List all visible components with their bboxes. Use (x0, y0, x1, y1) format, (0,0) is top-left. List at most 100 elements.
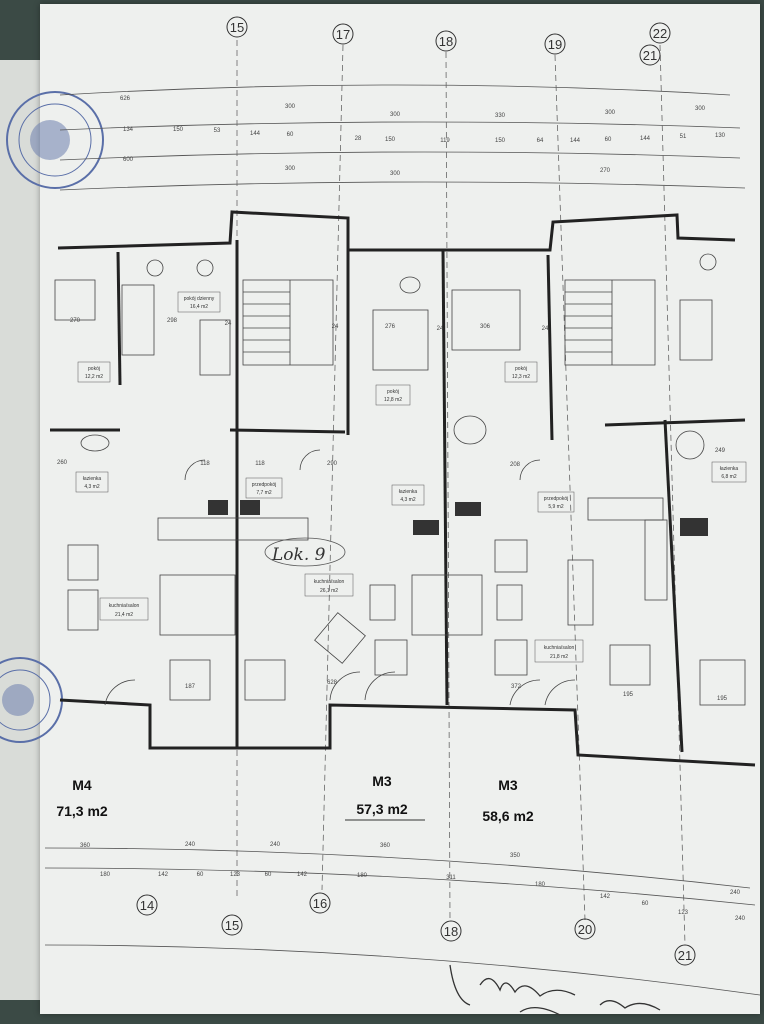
room-name-9: kuchnia/salon (314, 579, 345, 585)
room-name-1: pokój (88, 366, 100, 372)
dim-bot-r2-1: 142 (158, 872, 169, 878)
dim-top-r2-2: 53 (214, 128, 221, 134)
dim-top-r1-1: 300 (285, 104, 296, 110)
dim-top-r2-13: 51 (680, 134, 687, 140)
room-name-0: pokój dzienny (184, 296, 215, 302)
room-name-2: łazienka (83, 476, 102, 482)
dim-int-2: 276 (385, 324, 396, 330)
dim-int-14: 187 (185, 684, 196, 690)
room-area-6: 12,3 m2 (512, 374, 530, 380)
door-swings (104, 449, 576, 706)
staircase-left (242, 279, 334, 366)
dim-int-12: 208 (510, 462, 521, 468)
dim-int-7: 24 (542, 326, 549, 332)
unit-area-m4: 71,3 m2 (56, 803, 108, 819)
dim-top-r2-7: 119 (440, 138, 450, 144)
dim-int-8: 260 (57, 460, 68, 466)
handwritten-signature (449, 964, 661, 1016)
dim-top-r1-4: 300 (605, 110, 616, 116)
dim-int-5: 24 (332, 324, 339, 330)
dim-top-r1-2: 300 (390, 112, 401, 118)
unit-code-m4: M4 (72, 777, 92, 793)
room-area-5: 4,3 m2 (400, 497, 416, 503)
dim-bot-r2-3: 123 (230, 872, 241, 878)
dim-int-3: 306 (480, 324, 491, 330)
dim-top-r2-5: 28 (355, 136, 362, 142)
room-name-3: przedpokój (252, 482, 276, 488)
dim-top-r2-12: 144 (640, 136, 651, 142)
dim-int-1: 298 (167, 318, 178, 324)
kitchen-cooktops (208, 500, 708, 536)
dim-bot-r1-0: 360 (80, 843, 91, 849)
dim-top-r2-0: 134 (123, 127, 134, 133)
dim-bot-r2-2: 60 (197, 872, 204, 878)
dim-bot-r1-3: 360 (380, 843, 391, 849)
dim-top-r1-3: 330 (495, 113, 506, 119)
dim-top-r3-0: 600 (123, 157, 134, 163)
room-area-10: 21,8 m2 (550, 654, 568, 660)
dim-bot-r2-5: 142 (297, 872, 308, 878)
dim-top-r3-2: 300 (390, 171, 401, 177)
bottom-dimension-numbers: 360 240 240 360 350 240 180 142 60 123 6… (80, 842, 746, 922)
bottom-dimension-lines (44, 847, 761, 996)
dim-top-r2-10: 144 (570, 138, 581, 144)
dim-top-r2-11: 60 (605, 137, 612, 143)
dim-top-r2-3: 144 (250, 131, 261, 137)
axis-label-bottom-15: 15 (225, 918, 239, 933)
dim-int-11: 290 (327, 461, 338, 467)
dim-top-r2-14: 130 (715, 133, 726, 139)
dim-top-r2-6: 150 (385, 137, 396, 143)
top-dimension-lines (59, 84, 746, 191)
dim-bot-r2-7: 311 (446, 875, 456, 881)
unit-code-m3-left: M3 (372, 773, 392, 789)
dim-top-r2-4: 60 (287, 132, 294, 138)
dim-bot-r1-4: 350 (510, 853, 521, 859)
room-labels: pokój dzienny 16,4 m2 pokój 12,2 m2 łazi… (75, 291, 747, 663)
room-name-5: łazienka (399, 489, 418, 495)
dim-top-r2-8: 150 (495, 138, 506, 144)
room-area-9: 26,1 m2 (320, 588, 338, 594)
unit-area-m3-left: 57,3 m2 (356, 801, 408, 817)
official-stamp-side (0, 657, 63, 743)
dim-bot-r2-12: 240 (735, 916, 746, 922)
dim-bot-r2-11: 123 (678, 910, 689, 916)
axis-circles (136, 16, 696, 966)
dim-bot-r2-6: 180 (357, 873, 368, 879)
top-dimension-numbers: 626 300 300 330 300 300 134 150 53 144 6… (120, 96, 726, 177)
staircase-right (564, 279, 656, 366)
dim-top-r1-5: 300 (695, 106, 706, 112)
axis-label-top-19: 19 (548, 37, 562, 52)
axis-label-bottom-21: 21 (678, 948, 692, 963)
dim-bot-r2-0: 180 (100, 872, 111, 878)
dim-top-r3-3: 270 (600, 168, 611, 174)
axis-label-top-21: 21 (643, 48, 657, 63)
dim-int-10: 118 (255, 461, 265, 467)
dim-int-0: 270 (70, 318, 81, 324)
floor-plan-sheet (40, 4, 760, 1014)
room-area-4: 12,8 m2 (384, 397, 402, 403)
dim-bot-r1-2: 240 (270, 842, 281, 848)
furniture (54, 253, 746, 706)
dim-int-9: 118 (200, 461, 210, 467)
room-area-8: 21,4 m2 (115, 612, 133, 618)
room-name-7: przedpokój (544, 496, 568, 502)
dim-top-r2-1: 150 (173, 127, 184, 133)
dim-top-r3-1: 300 (285, 166, 296, 172)
axis-label-top-22: 22 (653, 26, 667, 41)
axis-label-top-15: 15 (230, 20, 244, 35)
dim-bot-r2-10: 60 (642, 901, 649, 907)
dim-int-17: 628 (327, 680, 338, 686)
axis-label-top-17: 17 (336, 27, 350, 42)
dim-bot-r1-1: 240 (185, 842, 196, 848)
dim-int-18: 372 (511, 684, 522, 690)
room-area-0: 16,4 m2 (190, 304, 208, 310)
axis-label-bottom-18: 18 (444, 924, 458, 939)
official-stamp-top (6, 91, 104, 189)
dim-bot-r2-9: 142 (600, 894, 611, 900)
dim-bot-r2-8: 180 (535, 882, 546, 888)
dim-int-6: 24 (437, 326, 444, 332)
dim-top-r2-9: 64 (537, 138, 544, 144)
room-area-1: 12,2 m2 (85, 374, 103, 380)
dim-bot-r1-5: 240 (730, 890, 741, 896)
